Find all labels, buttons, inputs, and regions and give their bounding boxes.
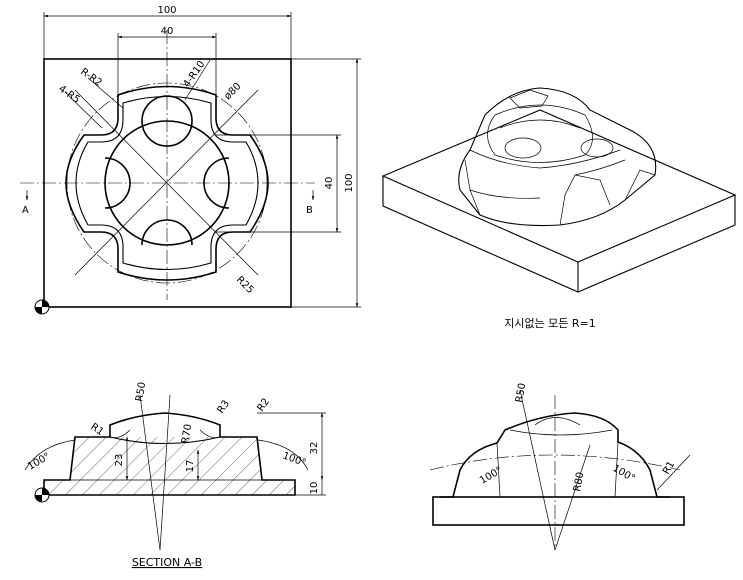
- side-label-r80: R80: [572, 471, 586, 492]
- isometric-view: 지시없는 모든 R=1: [381, 87, 737, 330]
- dim-h23: 23: [114, 454, 125, 467]
- sec-label-r3: R3: [215, 399, 232, 416]
- top-view: 100 40 100 40 R-R2: [20, 5, 361, 315]
- side-angle-right: 100°: [611, 463, 637, 485]
- origin-symbol: [34, 299, 50, 315]
- dim-height-total: 100: [344, 173, 355, 192]
- section-marker-b: B: [306, 205, 313, 216]
- sec-label-r2: R2: [255, 397, 272, 414]
- sec-label-r70: R70: [180, 423, 194, 444]
- section-title: SECTION A-B: [132, 556, 202, 569]
- section-view: 32 10 23 17 R50 R1 R3 R2 R70 100° 100° S…: [24, 381, 326, 569]
- label-dia80: ø80: [222, 81, 243, 102]
- label-r5: 4-R5: [56, 83, 81, 105]
- dim-h17: 17: [185, 460, 196, 473]
- iso-note: 지시없는 모든 R=1: [504, 317, 596, 330]
- side-label-r1: R1: [661, 459, 677, 476]
- section-origin-symbol: [34, 487, 50, 503]
- sec-angle-right: 100°: [281, 450, 307, 469]
- side-angle-left: 100°: [478, 465, 504, 487]
- label-r-r2: R-R2: [78, 66, 104, 88]
- dim-h10: 10: [309, 482, 320, 495]
- sec-label-r1: R1: [88, 421, 105, 438]
- dim-height-inner: 40: [324, 177, 335, 190]
- side-view: R50 R80 100° 100° R1: [429, 382, 691, 551]
- label-r25: R25: [234, 274, 256, 296]
- dim-overall-width: 100: [157, 5, 176, 16]
- section-marker-a: A: [22, 205, 29, 216]
- sec-label-r50: R50: [134, 381, 148, 402]
- dim-h32: 32: [309, 442, 320, 455]
- side-label-r50: R50: [514, 382, 528, 403]
